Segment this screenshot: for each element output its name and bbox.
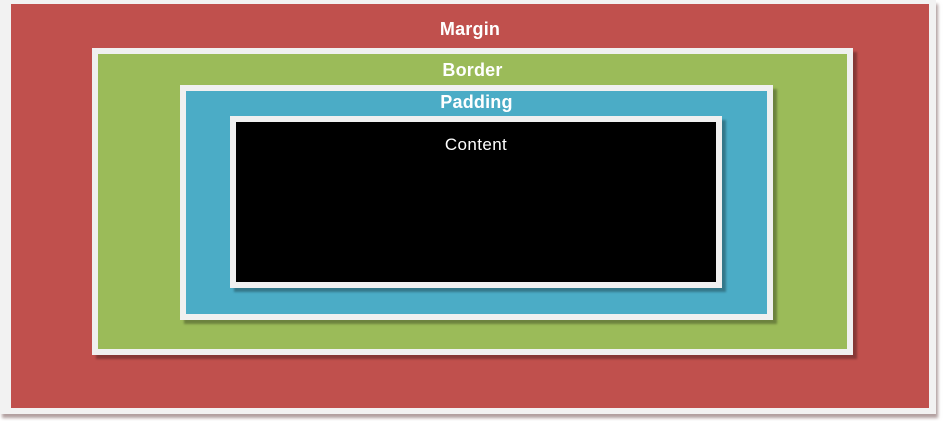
border-box-frame: Border Padding Content xyxy=(92,48,853,355)
border-box: Border Padding Content xyxy=(98,54,847,349)
border-label: Border xyxy=(442,60,503,80)
figure-mat: Margin Border Padding Content xyxy=(0,0,936,414)
padding-box-frame: Padding Content xyxy=(180,85,773,320)
content-label: Content xyxy=(444,135,508,154)
content-box: Content xyxy=(236,122,716,282)
margin-box: Margin Border Padding Content xyxy=(11,4,929,408)
padding-label: Padding xyxy=(440,92,513,112)
margin-label: Margin xyxy=(439,19,501,39)
content-box-frame: Content xyxy=(230,116,722,288)
padding-box: Padding Content xyxy=(186,91,767,314)
